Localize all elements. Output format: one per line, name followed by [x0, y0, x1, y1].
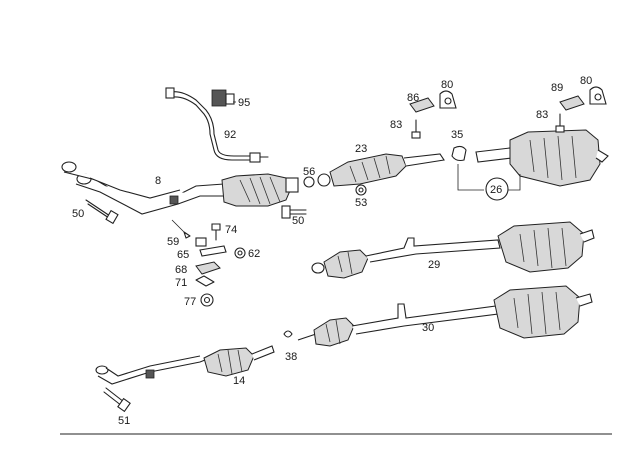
front-pipe-catalyst[interactable]: [61, 161, 299, 215]
bolt-51[interactable]: [103, 387, 131, 413]
label-50-left: 50: [72, 208, 84, 220]
label-92: 92: [224, 129, 236, 141]
label-30: 30: [422, 322, 434, 334]
label-80-right: 80: [580, 75, 592, 87]
label-59: 59: [167, 236, 179, 248]
exhaust-system-30[interactable]: [283, 285, 593, 347]
label-38: 38: [285, 351, 297, 363]
mounting-hardware[interactable]: [171, 219, 246, 307]
label-14: 14: [233, 375, 245, 387]
label-56: 56: [303, 166, 315, 178]
label-83-right: 83: [536, 109, 548, 121]
label-83-left: 83: [390, 119, 402, 131]
hanger-right[interactable]: [555, 86, 607, 133]
label-95: 95: [238, 97, 250, 109]
label-71: 71: [175, 277, 187, 289]
oxygen-sensor[interactable]: [165, 87, 269, 163]
front-pipe-14[interactable]: [95, 345, 275, 385]
label-89: 89: [551, 82, 563, 94]
label-65: 65: [177, 249, 189, 261]
label-26: 26: [490, 184, 502, 196]
label-8: 8: [155, 175, 161, 187]
bolt-50-left[interactable]: [85, 199, 119, 225]
label-29: 29: [428, 259, 440, 271]
label-77: 77: [184, 296, 196, 308]
label-62: 62: [248, 248, 260, 260]
label-80-left: 80: [441, 79, 453, 91]
label-23: 23: [355, 143, 367, 155]
bracket-26[interactable]: [457, 164, 521, 201]
label-53: 53: [355, 197, 367, 209]
label-51: 51: [118, 415, 130, 427]
exhaust-system-29[interactable]: [311, 221, 595, 279]
hanger-left[interactable]: [409, 90, 457, 139]
label-68: 68: [175, 264, 187, 276]
bolt-50-right[interactable]: [281, 205, 307, 219]
label-86: 86: [407, 92, 419, 104]
rear-muffler-top[interactable]: [451, 129, 609, 187]
label-35: 35: [451, 129, 463, 141]
label-74: 74: [225, 224, 237, 236]
label-50-right: 50: [292, 215, 304, 227]
middle-catalyst[interactable]: [303, 153, 445, 196]
